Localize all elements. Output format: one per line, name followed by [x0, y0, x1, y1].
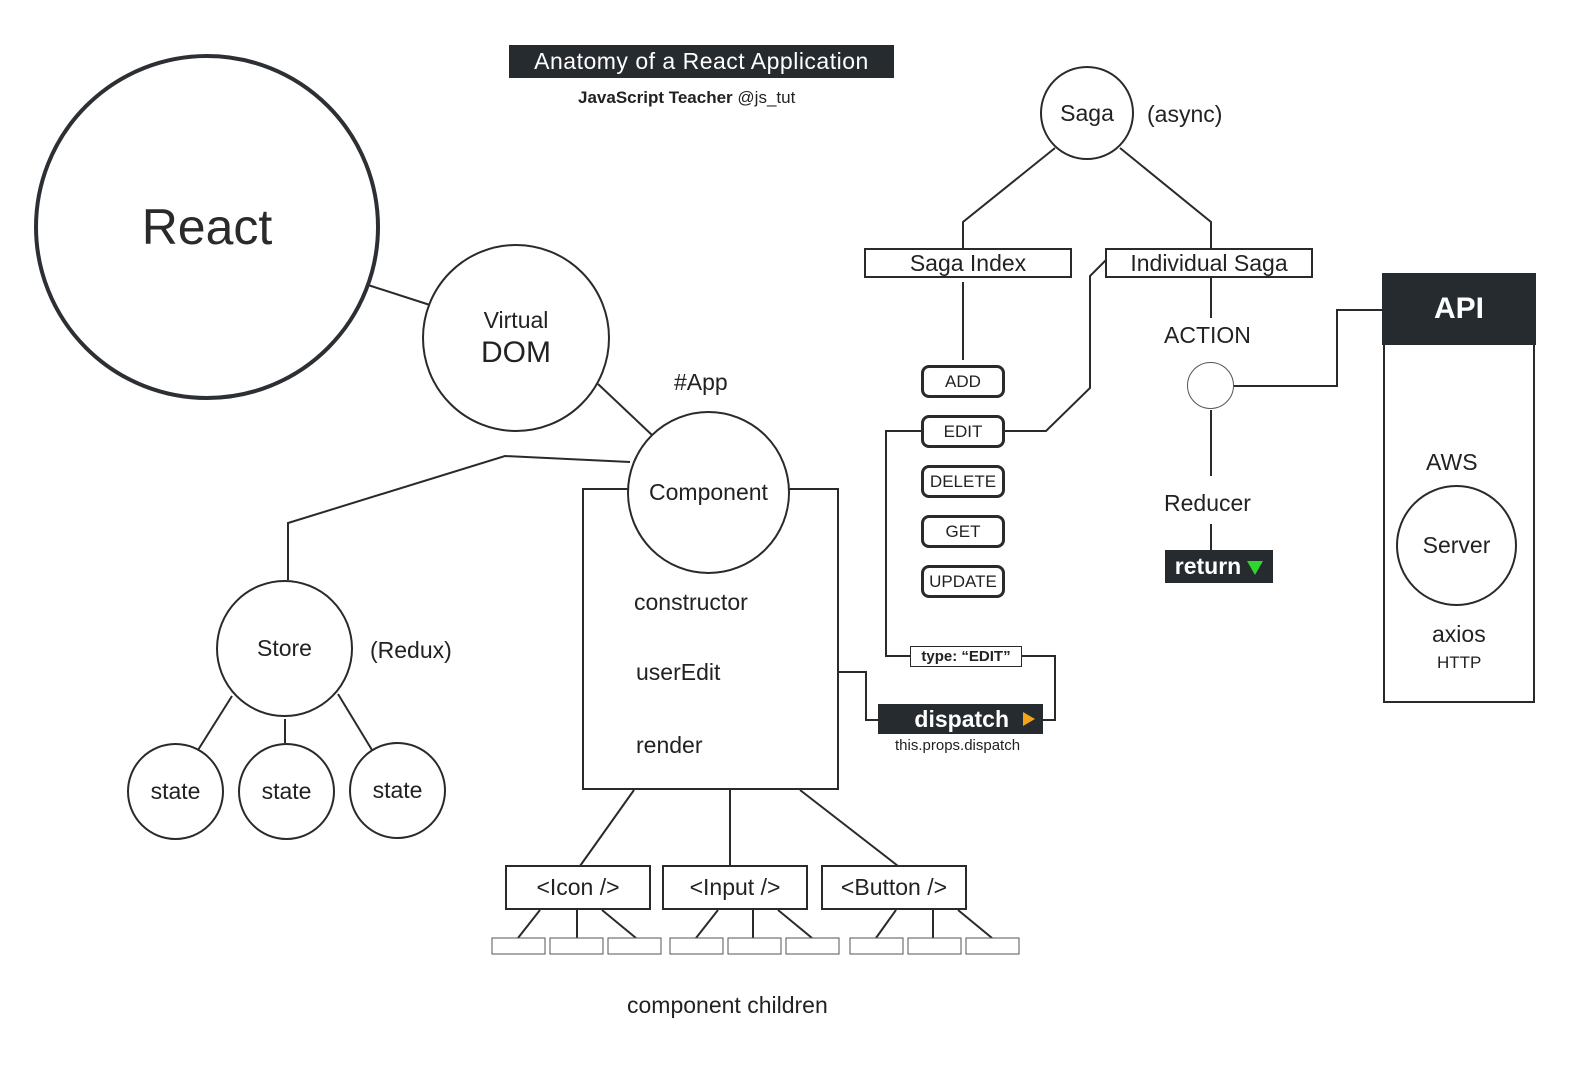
state-node-2: state	[238, 743, 335, 840]
dispatch-banner: dispatch	[878, 704, 1043, 734]
saga-node: Saga	[1040, 66, 1134, 160]
child-box	[907, 937, 962, 955]
child-box	[849, 937, 904, 955]
child-box	[727, 937, 782, 955]
async-label: (async)	[1147, 101, 1223, 127]
saga-label: Saga	[1060, 99, 1114, 126]
component-label: Component	[649, 479, 768, 505]
line-saga-individual	[1119, 147, 1212, 250]
title-text: Anatomy of a React Application	[534, 48, 869, 74]
author-line: JavaScript Teacher @js_tut	[578, 88, 795, 108]
child-box	[785, 937, 840, 955]
child-input-label: <Input />	[689, 874, 781, 900]
app-label: #App	[674, 369, 728, 395]
line-box-icon	[579, 789, 635, 867]
return-banner: return	[1165, 550, 1273, 583]
redux-label: (Redux)	[370, 637, 452, 663]
method-render: render	[636, 732, 703, 758]
store-label: Store	[257, 635, 312, 661]
individual-saga-box: Individual Saga	[1105, 248, 1313, 278]
store-node: Store	[216, 580, 353, 717]
line-store-state-1	[197, 695, 233, 751]
author-name: JavaScript Teacher	[578, 88, 733, 107]
child-input-box: <Input />	[662, 865, 808, 910]
line-dispatch-type	[1022, 655, 1056, 721]
state-label: state	[372, 777, 423, 803]
author-handle: @js_tut	[737, 88, 796, 107]
line-edit-individual	[1004, 259, 1107, 432]
play-arrow-icon	[1023, 712, 1035, 726]
child-button-label: <Button />	[840, 874, 948, 900]
type-label-box: type: “EDIT”	[910, 646, 1022, 667]
line-action-api	[1234, 309, 1383, 387]
saga-index-label: Saga Index	[909, 249, 1027, 276]
server-label: Server	[1422, 532, 1491, 558]
aws-label: AWS	[1426, 449, 1478, 475]
action-get: GET	[922, 516, 1004, 547]
dispatch-caption: this.props.dispatch	[895, 737, 1021, 754]
individual-saga-label: Individual Saga	[1130, 249, 1288, 276]
child-icon-box: <Icon />	[505, 865, 651, 910]
server-node: Server	[1396, 485, 1517, 606]
react-label: React	[141, 199, 273, 255]
action-delete: DELETE	[922, 466, 1004, 497]
api-label: API	[1433, 292, 1484, 325]
child-box	[549, 937, 604, 955]
api-header: API	[1382, 273, 1536, 345]
line-store-state-3	[337, 693, 373, 751]
component-node: Component	[627, 411, 790, 574]
child-icon-label: <Icon />	[536, 874, 620, 900]
reducer-label: Reducer	[1164, 490, 1251, 516]
method-useredit: userEdit	[636, 659, 721, 685]
line-type-edit	[885, 430, 922, 657]
virtual-label: Virtual	[483, 306, 549, 333]
state-label: state	[150, 778, 201, 804]
axios-label: axios	[1432, 621, 1486, 647]
state-node-3: state	[349, 742, 446, 839]
react-node: React	[34, 54, 380, 400]
child-button-box: <Button />	[821, 865, 967, 910]
action-node	[1187, 362, 1234, 409]
virtual-dom-node: Virtual DOM	[422, 244, 610, 432]
action-add: ADD	[922, 366, 1004, 397]
state-label: state	[261, 778, 312, 804]
child-box	[965, 937, 1020, 955]
title-banner: Anatomy of a React Application	[509, 45, 894, 78]
action-label: ACTION	[1164, 322, 1251, 348]
type-label: type: “EDIT”	[921, 648, 1011, 665]
line-box-button	[799, 789, 899, 867]
child-box	[491, 937, 546, 955]
http-label: HTTP	[1437, 653, 1482, 672]
children-caption: component children	[627, 992, 828, 1018]
dom-label: DOM	[481, 335, 551, 369]
dispatch-label: dispatch	[914, 705, 1009, 732]
line-component-store	[287, 454, 631, 580]
action-update: UPDATE	[922, 566, 1004, 597]
method-constructor: constructor	[634, 589, 748, 615]
triangle-down-icon	[1247, 561, 1264, 575]
line-react-vdom	[367, 284, 431, 306]
saga-index-box: Saga Index	[864, 248, 1072, 278]
return-label: return	[1174, 553, 1242, 579]
state-node-1: state	[127, 743, 224, 840]
line-vdom-component	[597, 383, 653, 436]
child-box	[669, 937, 724, 955]
action-edit: EDIT	[922, 416, 1004, 447]
line-saga-index	[962, 147, 1056, 250]
child-box	[607, 937, 662, 955]
